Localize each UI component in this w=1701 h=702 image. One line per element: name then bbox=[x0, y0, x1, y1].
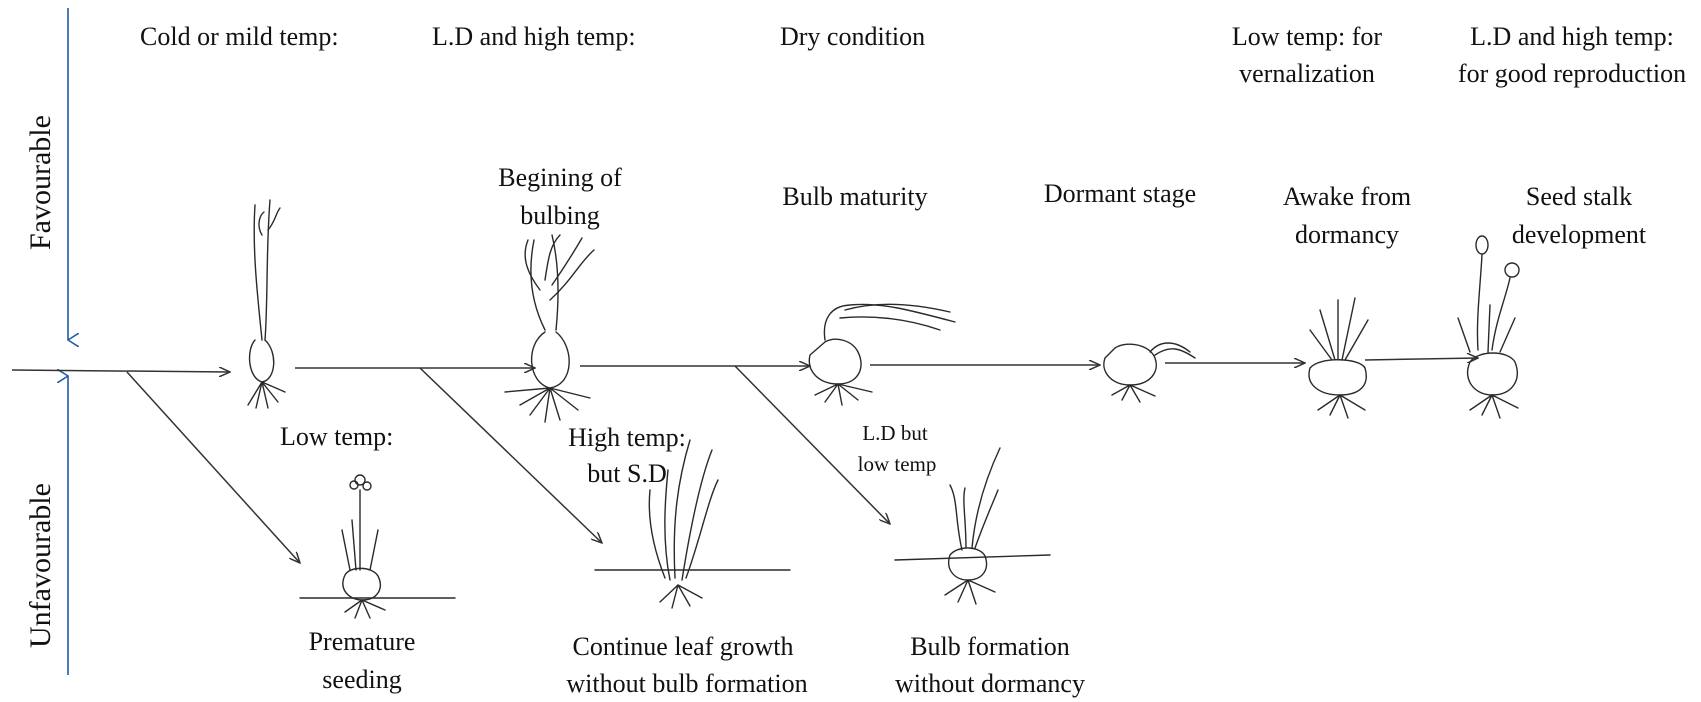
outcome-premature-line2: seeding bbox=[322, 665, 401, 694]
condition-ld-repro-line1: L.D and high temp: bbox=[1470, 22, 1674, 51]
dormant-bulb-sketch bbox=[1104, 343, 1195, 402]
unfav-ld-low-line1: L.D but bbox=[862, 421, 927, 445]
unfav-ld-low-line2: low temp bbox=[858, 452, 937, 476]
condition-ld-repro-line2: for good reproduction bbox=[1458, 59, 1686, 88]
stage-stalk-line2: development bbox=[1512, 220, 1647, 249]
outcome-bulbform-line2: without dormancy bbox=[895, 669, 1085, 698]
unfav-high-sd-line1: High temp: bbox=[568, 423, 686, 452]
outcome-leaf-line2: without bulb formation bbox=[566, 669, 807, 698]
condition-dry: Dry condition bbox=[780, 22, 925, 51]
stage-maturity: Bulb maturity bbox=[782, 182, 927, 211]
outcome-premature-line1: Premature bbox=[309, 627, 416, 656]
unfav-low-temp: Low temp: bbox=[280, 422, 393, 451]
unfav-high-sd-line2: but S.D bbox=[587, 459, 666, 488]
stage-awake-line2: dormancy bbox=[1295, 220, 1399, 249]
seed-stalk-sketch bbox=[1458, 236, 1519, 418]
stage-dormant: Dormant stage bbox=[1044, 179, 1196, 208]
stage-stalk-line1: Seed stalk bbox=[1526, 182, 1632, 211]
begin-bulbing-sketch bbox=[505, 235, 594, 422]
condition-cold-mild: Cold or mild temp: bbox=[140, 22, 339, 51]
stage-awake-line1: Awake from bbox=[1283, 182, 1411, 211]
condition-ld-high: L.D and high temp: bbox=[432, 22, 636, 51]
outcome-leaf-line1: Continue leaf growth bbox=[573, 632, 794, 661]
favourable-label: Favourable bbox=[24, 115, 57, 250]
bulb-maturity-sketch bbox=[809, 304, 955, 405]
main-timeline bbox=[12, 358, 1478, 372]
unfavourable-branches bbox=[127, 366, 890, 563]
condition-low-vern-line2: vernalization bbox=[1239, 59, 1375, 88]
stage-begin-line1: Begining of bbox=[498, 163, 622, 192]
unfavourable-label: Unfavourable bbox=[24, 483, 57, 648]
condition-low-vern-line1: Low temp: for bbox=[1232, 22, 1383, 51]
outcome-bulbform-line1: Bulb formation bbox=[910, 632, 1070, 661]
seedling-sketch bbox=[248, 200, 285, 408]
premature-seeding-sketch bbox=[300, 475, 455, 618]
stage-begin-line2: bulbing bbox=[520, 201, 599, 230]
awake-sketch bbox=[1309, 298, 1368, 418]
